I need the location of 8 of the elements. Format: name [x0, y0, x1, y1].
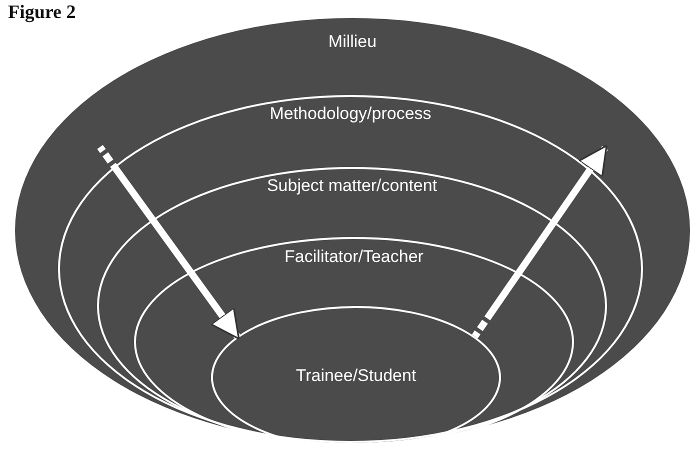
ring-label: Methodology/process: [270, 104, 432, 123]
ring-label: Facilitator/Teacher: [284, 247, 424, 266]
arrow: [97, 144, 240, 340]
figure-title: Figure 2: [8, 2, 76, 24]
ring-label: Millieu: [328, 32, 377, 51]
arrow: [472, 144, 608, 338]
ring-label: Trainee/Student: [296, 366, 416, 385]
ring-label: Subject matter/content: [266, 176, 438, 195]
